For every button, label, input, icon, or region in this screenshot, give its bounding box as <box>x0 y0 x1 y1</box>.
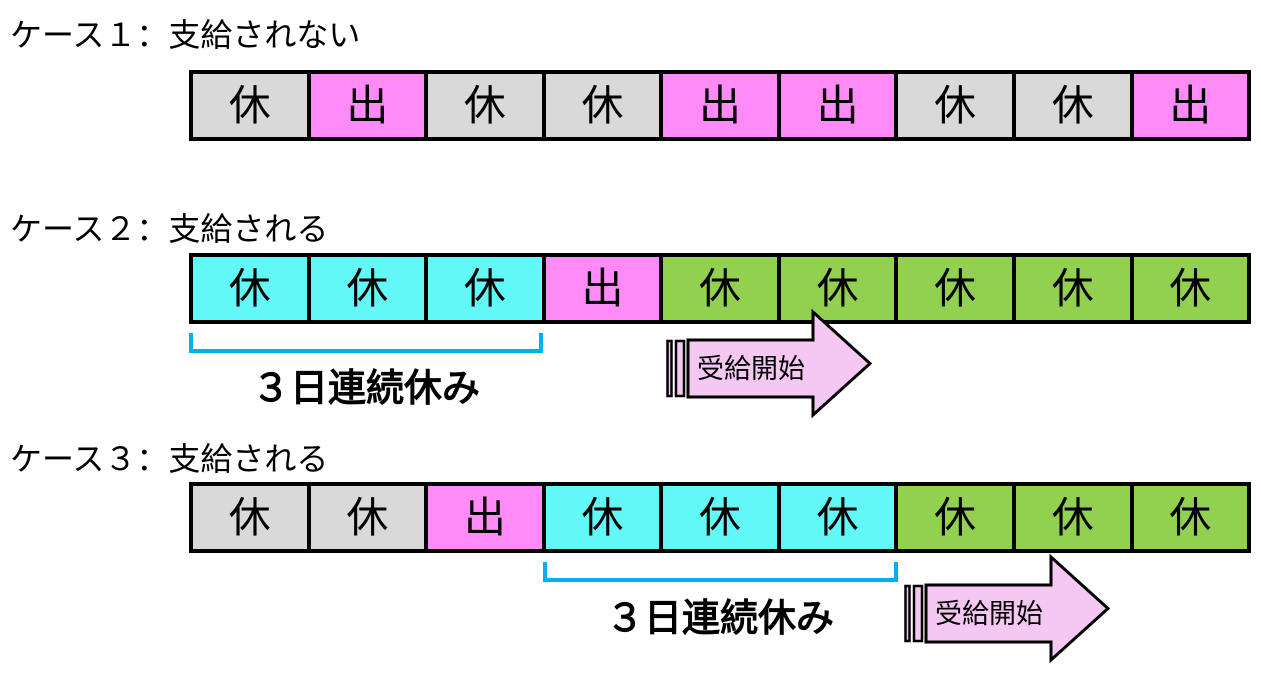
day-cell: 休 <box>894 486 1012 549</box>
day-cell: 休 <box>1011 486 1130 549</box>
case2-bracket-label: ３日連続休み <box>251 368 480 410</box>
day-cell: 出 <box>1129 74 1248 137</box>
day-cell: 出 <box>306 74 425 137</box>
day-cell: 休 <box>306 486 425 549</box>
day-cell: 出 <box>541 257 660 320</box>
day-cell: 休 <box>776 257 895 320</box>
day-cell: 休 <box>306 257 425 320</box>
day-cell: 休 <box>193 257 307 320</box>
case3-benefit-start-arrow: 受給開始 <box>903 553 1111 664</box>
day-cell: 休 <box>894 257 1012 320</box>
day-cell: 休 <box>1129 257 1248 320</box>
day-cell: 休 <box>424 257 542 320</box>
case2-title: ケース２：支給される <box>10 211 329 247</box>
striped-right-arrow-icon: 受給開始 <box>904 553 1111 664</box>
case3-title: ケース３：支給される <box>10 441 329 477</box>
case2-day-row: 休 休 休 出 休 休 休 休 休 <box>189 253 1251 324</box>
day-cell: 休 <box>659 257 777 320</box>
day-cell: 休 <box>1011 257 1130 320</box>
day-cell: 休 <box>193 486 307 549</box>
day-cell: 休 <box>776 486 895 549</box>
day-cell: 休 <box>1011 74 1130 137</box>
day-cell: 休 <box>1129 486 1248 549</box>
day-cell: 休 <box>193 74 307 137</box>
day-cell: 出 <box>424 486 542 549</box>
case3-day-row: 休 休 出 休 休 休 休 休 休 <box>189 482 1251 553</box>
case1-day-row: 休 出 休 休 出 出 休 休 出 <box>189 70 1251 141</box>
case1-title: ケース１：支給されない <box>10 17 361 53</box>
day-cell: 休 <box>541 74 660 137</box>
day-cell: 休 <box>659 486 777 549</box>
case2-arrow-label: 受給開始 <box>697 354 805 384</box>
day-cell: 出 <box>659 74 777 137</box>
case2-three-day-bracket <box>189 333 543 353</box>
case3-three-day-bracket <box>543 562 898 582</box>
day-cell: 休 <box>541 486 660 549</box>
day-cell: 休 <box>894 74 1012 137</box>
day-cell: 出 <box>776 74 895 137</box>
day-cell: 休 <box>424 74 542 137</box>
striped-right-arrow-icon: 受給開始 <box>666 308 873 419</box>
case3-arrow-label: 受給開始 <box>935 599 1043 629</box>
case3-bracket-label: ３日連続休み <box>605 598 834 640</box>
case2-benefit-start-arrow: 受給開始 <box>665 308 873 419</box>
